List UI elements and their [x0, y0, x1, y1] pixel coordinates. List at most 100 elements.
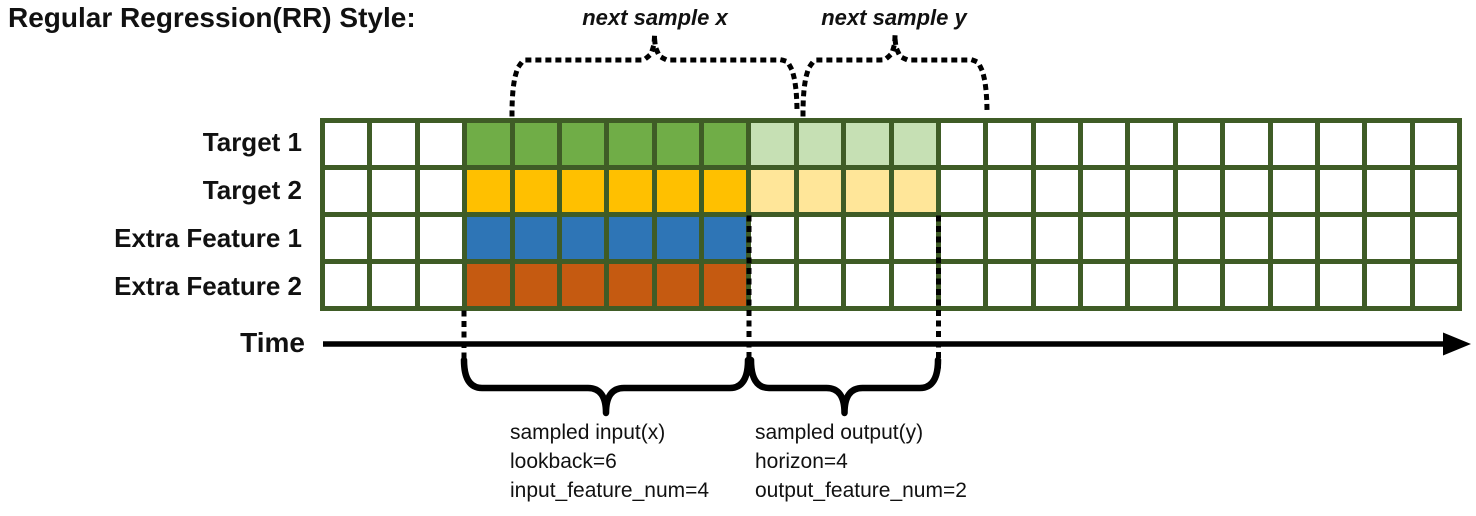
grid-cell — [1272, 217, 1315, 259]
sampled-input-brace — [460, 356, 752, 417]
grid-cell — [372, 170, 415, 212]
grid-cell — [988, 170, 1031, 212]
grid-cell — [846, 264, 889, 306]
grid-cell — [325, 264, 368, 306]
grid-cell — [798, 170, 842, 212]
grid-cell — [940, 123, 984, 165]
grid-cell — [798, 123, 842, 165]
grid-cell — [1035, 123, 1078, 165]
grid-cell — [1130, 217, 1173, 259]
grid-cell — [1272, 123, 1315, 165]
grid-cell — [1035, 170, 1078, 212]
row-label: Target 2 — [202, 174, 302, 205]
grid-cell — [467, 217, 510, 259]
next-sample-y-label: next sample y — [821, 5, 967, 30]
grid-cell — [846, 217, 889, 259]
grid-cell — [893, 217, 936, 259]
grid-cell — [1130, 123, 1173, 165]
grid-cell — [372, 264, 415, 306]
grid-cell — [467, 264, 510, 306]
grid-cell — [704, 123, 747, 165]
grid-cell — [419, 170, 463, 212]
grid-cell — [798, 264, 842, 306]
grid-cell — [940, 170, 984, 212]
grid-cell — [609, 264, 652, 306]
annotation-line: sampled input(x) — [510, 421, 666, 444]
grid-cell — [1319, 217, 1363, 259]
grid-cell — [514, 264, 557, 306]
grid-cell — [1414, 123, 1457, 165]
grid-cell — [1035, 264, 1078, 306]
grid-cell — [1177, 170, 1221, 212]
grid-cell — [704, 217, 747, 259]
grid-cell — [372, 123, 415, 165]
grid-cell — [1083, 170, 1126, 212]
time-axis-label: Time — [240, 327, 305, 358]
grid-cell — [1130, 170, 1173, 212]
grid-cell — [988, 264, 1031, 306]
row-label-column: Target 1 Target 2 Extra Feature 1 Extra Fea… — [0, 118, 310, 311]
grid-cell — [1367, 264, 1410, 306]
grid-cell — [1225, 123, 1268, 165]
grid-cell — [1035, 217, 1078, 259]
grid-cell — [1272, 170, 1315, 212]
grid-cell — [325, 217, 368, 259]
grid-cell — [561, 123, 605, 165]
next-sample-x-brace — [509, 34, 800, 117]
row-label: Extra Feature 1 — [114, 223, 302, 254]
grid-cell — [893, 123, 936, 165]
grid-cell — [1177, 264, 1221, 306]
sampled-input-annotation: sampled input(x) lookback=6 input_feature_… — [510, 418, 709, 505]
grid-cell — [798, 217, 842, 259]
grid-cell — [1367, 217, 1410, 259]
diagram-title: Regular Regression(RR) Style: — [8, 2, 416, 33]
grid-cell — [1225, 170, 1268, 212]
grid-cell — [656, 123, 699, 165]
next-sample-y-brace — [800, 34, 990, 117]
grid-cell — [751, 170, 794, 212]
row-label: Target 1 — [202, 126, 302, 157]
grid-cell — [514, 123, 557, 165]
grid-cell — [1083, 264, 1126, 306]
grid-cell — [1130, 264, 1173, 306]
grid-cell — [609, 170, 652, 212]
annotation-line: horizon=4 — [755, 450, 848, 473]
sample-grid — [320, 118, 1462, 311]
grid-cell — [609, 217, 652, 259]
grid-cell — [561, 264, 605, 306]
grid-cell — [940, 217, 984, 259]
annotation-line: lookback=6 — [510, 450, 617, 473]
grid-cell — [846, 123, 889, 165]
annotation-line: output_feature_num=2 — [755, 479, 967, 502]
grid-cell — [988, 217, 1031, 259]
grid-cell — [1319, 264, 1363, 306]
grid-cell — [1083, 123, 1126, 165]
grid-cell — [751, 217, 794, 259]
grid-cell — [419, 123, 463, 165]
next-sample-x-label: next sample x — [582, 5, 728, 30]
grid-cell — [419, 264, 463, 306]
grid-cell — [988, 123, 1031, 165]
annotation-line: input_feature_num=4 — [510, 479, 710, 502]
grid-cell — [656, 264, 699, 306]
grid-cell — [1083, 217, 1126, 259]
grid-cell — [1319, 170, 1363, 212]
grid-cell — [751, 264, 794, 306]
grid-cell — [656, 170, 699, 212]
grid-cell — [325, 170, 368, 212]
grid-cell — [561, 217, 605, 259]
grid-cell — [893, 264, 936, 306]
grid-cell — [1367, 170, 1410, 212]
grid-cell — [1177, 123, 1221, 165]
grid-cell — [1367, 123, 1410, 165]
grid-cell — [372, 217, 415, 259]
grid-cell — [751, 123, 794, 165]
grid-cell — [656, 217, 699, 259]
row-label: Extra Feature 2 — [114, 271, 302, 302]
grid-cell — [609, 123, 652, 165]
grid-cell — [467, 123, 510, 165]
grid-cell — [1414, 217, 1457, 259]
grid-cell — [514, 170, 557, 212]
